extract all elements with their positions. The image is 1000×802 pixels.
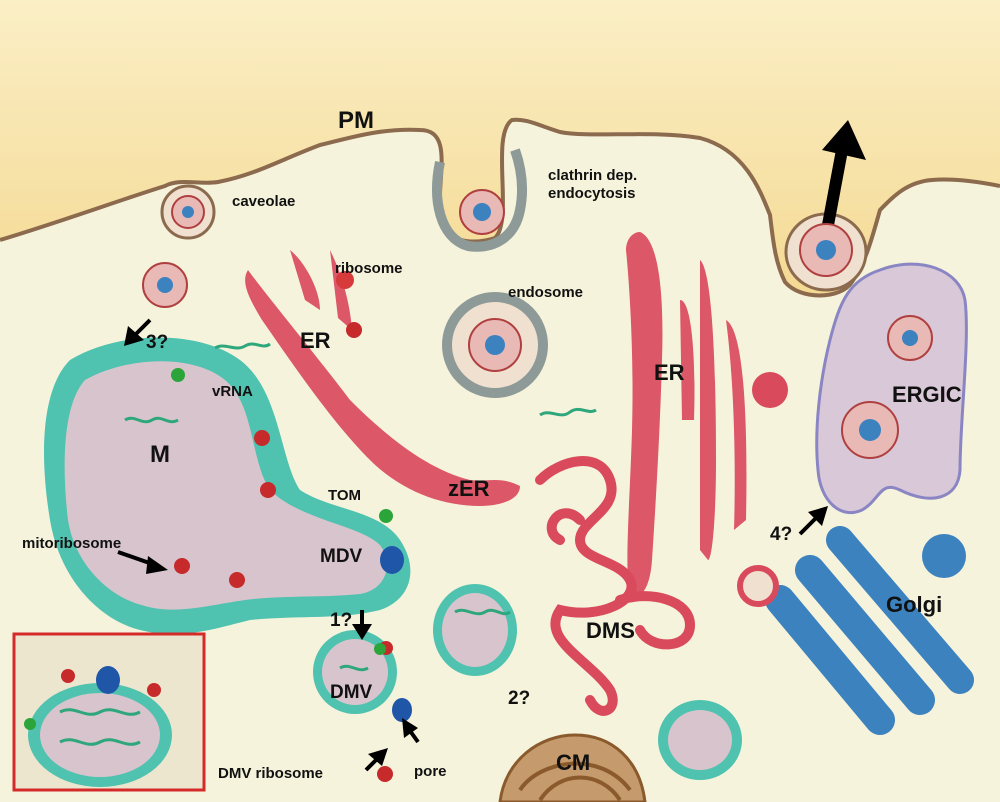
ribosome bbox=[229, 572, 245, 588]
virion bbox=[459, 189, 505, 235]
label-er-left: ER bbox=[300, 328, 331, 353]
inset-pore bbox=[96, 666, 120, 694]
inset-tom bbox=[24, 718, 36, 730]
dmv-right-lumen bbox=[668, 710, 732, 770]
label-dmv: DMV bbox=[330, 682, 373, 703]
mitochondrion-matrix bbox=[64, 361, 388, 610]
label-zer: zER bbox=[448, 476, 490, 501]
golgi-cisterna bbox=[795, 555, 935, 715]
virion bbox=[841, 401, 899, 459]
label-dms: DMS bbox=[586, 618, 635, 643]
cm-fold bbox=[518, 761, 632, 802]
virion bbox=[171, 195, 205, 229]
er-left bbox=[245, 250, 520, 506]
label-dmv-ribosome: DMV ribosome bbox=[218, 765, 323, 782]
mitoribosome-arrow bbox=[117, 550, 168, 574]
tom-complex bbox=[379, 509, 393, 523]
label-4: 4? bbox=[770, 524, 792, 545]
extracellular-space bbox=[0, 0, 1000, 296]
tom-complex bbox=[374, 643, 386, 655]
arrow-3 bbox=[124, 318, 152, 346]
vrna-strand bbox=[539, 407, 597, 417]
vrna-strand bbox=[454, 608, 511, 616]
vrna-strand bbox=[339, 664, 369, 672]
label-m: M bbox=[150, 441, 170, 468]
inset-vrna bbox=[59, 708, 141, 746]
virion bbox=[799, 223, 853, 277]
virion bbox=[468, 318, 522, 372]
label-ergic: ERGIC bbox=[892, 382, 962, 407]
golgi-cisterna bbox=[765, 585, 895, 735]
pore-arrow bbox=[402, 718, 420, 744]
vrna-strand bbox=[214, 342, 271, 350]
er-right bbox=[626, 232, 747, 597]
dmv-middle-lumen bbox=[442, 593, 508, 667]
ribosome bbox=[260, 482, 276, 498]
mdv-pore bbox=[380, 546, 404, 574]
inset-ribosome bbox=[61, 669, 75, 683]
label-pore: pore bbox=[414, 763, 447, 780]
golgi-vesicle bbox=[922, 534, 966, 578]
label-mitoribosome: mitoribosome bbox=[22, 535, 121, 552]
label-cm: CM bbox=[556, 750, 590, 775]
er-vesicle bbox=[752, 372, 788, 408]
golgi-cisterna bbox=[826, 526, 974, 694]
inset-dmv-lumen bbox=[40, 693, 160, 777]
inset-ribosome bbox=[147, 683, 161, 697]
label-ribosome: ribosome bbox=[335, 260, 403, 277]
dmv-left-lumen bbox=[322, 639, 388, 705]
label-2: 2? bbox=[508, 688, 530, 709]
dmv-ribosome bbox=[377, 766, 393, 782]
label-1: 1? bbox=[330, 610, 352, 631]
label-3: 3? bbox=[146, 332, 168, 353]
clathrin-coat bbox=[432, 148, 528, 252]
ribosome bbox=[336, 271, 354, 289]
label-clathrin-1: clathrin dep. bbox=[548, 167, 637, 184]
label-vrna: vRNA bbox=[212, 383, 253, 400]
dmv-pore bbox=[392, 698, 412, 722]
dmv-ribosome-arrow bbox=[364, 748, 388, 772]
exit-arrow-head bbox=[822, 120, 866, 160]
virion bbox=[887, 315, 933, 361]
small-vesicle bbox=[737, 565, 779, 607]
exit-arrow-shaft bbox=[822, 148, 848, 227]
vrna-strand bbox=[124, 416, 179, 424]
virion bbox=[142, 262, 188, 308]
label-er-right: ER bbox=[654, 360, 685, 385]
label-endosome: endosome bbox=[508, 284, 583, 301]
label-golgi: Golgi bbox=[886, 592, 942, 617]
ribosome bbox=[254, 430, 270, 446]
arrow-1 bbox=[352, 610, 372, 640]
dms-network bbox=[535, 456, 696, 716]
ribosome bbox=[346, 322, 362, 338]
label-pm: PM bbox=[338, 107, 374, 134]
label-caveolae: caveolae bbox=[232, 193, 295, 210]
tom-complex bbox=[171, 368, 185, 382]
label-clathrin-2: endocytosis bbox=[548, 185, 636, 202]
mitoribosome bbox=[174, 558, 190, 574]
label-tom: TOM bbox=[328, 487, 361, 504]
arrow-4 bbox=[798, 506, 828, 536]
label-mdv: MDV bbox=[320, 546, 363, 567]
